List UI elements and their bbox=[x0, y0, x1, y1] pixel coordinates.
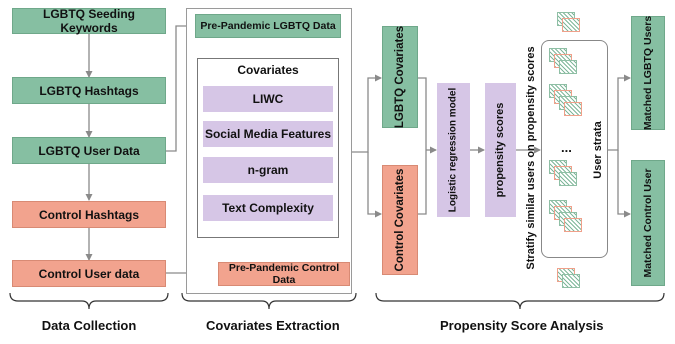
brace-propensity-score bbox=[375, 292, 665, 310]
arrow-frame-to-control-covariates bbox=[367, 152, 382, 218]
strata-ellipsis: ... bbox=[561, 140, 572, 155]
control-user-data-box: Control User data bbox=[12, 260, 166, 287]
covariate-ngram-box: n-gram bbox=[203, 157, 333, 183]
control-covariates-box bbox=[382, 165, 418, 275]
arrow-strata-to-matched-control bbox=[617, 150, 631, 218]
user-strata-label: User strata bbox=[592, 121, 604, 179]
matched-control-box bbox=[631, 160, 665, 286]
matched-control-label: Matched Control User bbox=[642, 168, 654, 278]
lgbtq-user-data-box: LGBTQ User Data bbox=[12, 137, 166, 164]
arrow-strata-to-matched bbox=[608, 74, 631, 151]
strata-tile bbox=[564, 102, 582, 116]
brace-data-collection bbox=[9, 292, 169, 310]
arrow-frame-to-lgbtq-covariates bbox=[352, 74, 382, 153]
strata-tile bbox=[559, 60, 577, 74]
strata-tile bbox=[562, 18, 580, 32]
covariate-text-complexity-box: Text Complexity bbox=[203, 195, 333, 221]
strata-tile bbox=[564, 218, 582, 232]
arrow-covariates-to-logistic bbox=[418, 77, 427, 215]
lgbtq-seeding-keywords-box: LGBTQ Seeding Keywords bbox=[12, 7, 166, 35]
lgbtq-covariates-label: LGBTQ Covariates bbox=[394, 25, 406, 129]
matched-lgbtq-label: Matched LGBTQ Users bbox=[642, 15, 654, 131]
covariate-liwc-box: LIWC bbox=[203, 86, 333, 112]
footer-covariates-extraction: Covariates Extraction bbox=[206, 318, 340, 333]
brace-covariates-extraction bbox=[181, 292, 357, 310]
strata-tile bbox=[559, 172, 577, 186]
logistic-regression-label: Logistic regression model bbox=[447, 87, 459, 213]
propensity-scores-label: propensity scores bbox=[494, 102, 506, 198]
logistic-regression-box bbox=[437, 83, 470, 217]
pre-pandemic-control-box: Pre-Pandemic Control Data bbox=[218, 262, 350, 286]
covariates-title: Covariates bbox=[237, 63, 299, 77]
footer-propensity-score-analysis: Propensity Score Analysis bbox=[440, 318, 604, 333]
covariate-social-media-box: Social Media Features bbox=[203, 121, 333, 147]
stratify-label: Stratify similar users on propensity sco… bbox=[525, 46, 537, 270]
control-hashtags-box: Control Hashtags bbox=[12, 201, 166, 228]
pre-pandemic-lgbtq-box: Pre-Pandemic LGBTQ Data bbox=[195, 14, 341, 38]
arrow-userdata-to-prepandemic bbox=[166, 22, 196, 152]
control-covariates-label: Control Covariates bbox=[394, 168, 406, 272]
lgbtq-covariates-box bbox=[382, 26, 418, 128]
matched-lgbtq-box bbox=[631, 16, 665, 130]
lgbtq-hashtags-box: LGBTQ Hashtags bbox=[12, 77, 166, 104]
strata-tile bbox=[562, 274, 580, 288]
propensity-scores-box bbox=[485, 83, 516, 217]
footer-data-collection: Data Collection bbox=[41, 318, 137, 333]
